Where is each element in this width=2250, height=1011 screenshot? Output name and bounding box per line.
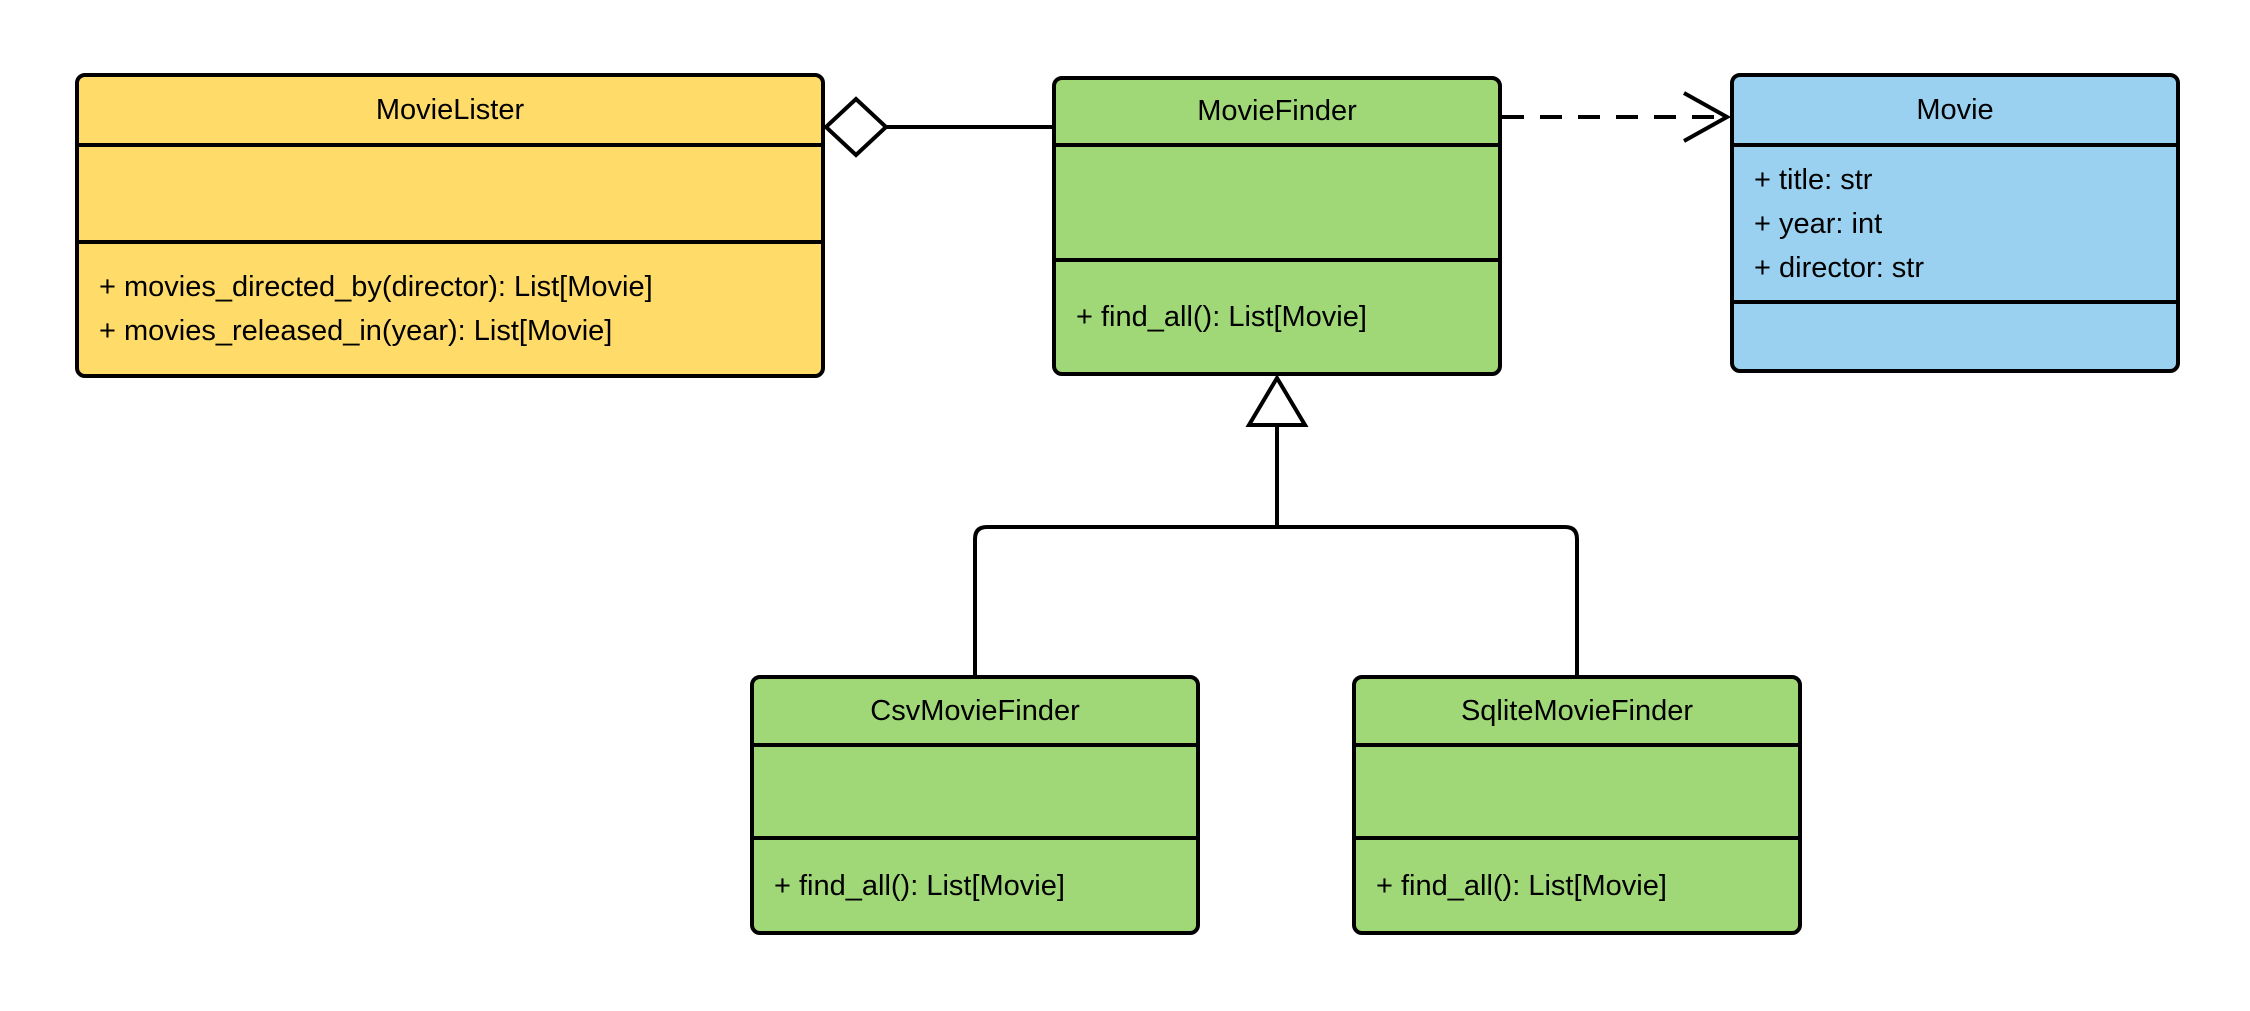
attributes-compartment bbox=[79, 143, 821, 240]
aggregation-connector[interactable] bbox=[823, 96, 1052, 158]
class-box-sqlitemoviefinder[interactable]: SqliteMovieFinder + find_all(): List[Mov… bbox=[1352, 675, 1802, 935]
class-box-moviefinder[interactable]: MovieFinder + find_all(): List[Movie] bbox=[1052, 76, 1502, 376]
methods-compartment: + find_all(): List[Movie] bbox=[754, 836, 1196, 931]
methods-compartment: + find_all(): List[Movie] bbox=[1356, 836, 1798, 931]
dependency-arrow-icon bbox=[1683, 91, 1732, 143]
method-row: + find_all(): List[Movie] bbox=[774, 869, 1065, 902]
methods-compartment: + movies_directed_by(director): List[Mov… bbox=[79, 240, 821, 374]
method-row: + movies_directed_by(director): List[Mov… bbox=[99, 271, 653, 303]
attributes-compartment bbox=[754, 743, 1196, 836]
attributes-compartment: + title: str + year: int + director: str bbox=[1734, 143, 2176, 300]
class-title: Movie bbox=[1916, 93, 1994, 126]
aggregation-diamond-icon bbox=[823, 96, 889, 158]
class-title: CsvMovieFinder bbox=[870, 694, 1080, 727]
methods-compartment: + find_all(): List[Movie] bbox=[1056, 258, 1498, 372]
methods-compartment bbox=[1734, 300, 2176, 369]
inheritance-triangle-icon bbox=[1245, 374, 1309, 427]
method-row: + find_all(): List[Movie] bbox=[1076, 301, 1367, 333]
generalization-connector[interactable] bbox=[973, 374, 1579, 675]
class-title: SqliteMovieFinder bbox=[1460, 694, 1694, 727]
method-row: + find_all(): List[Movie] bbox=[1376, 869, 1667, 902]
attributes-compartment bbox=[1056, 143, 1498, 258]
class-box-movie[interactable]: Movie + title: str + year: int + directo… bbox=[1730, 73, 2180, 373]
attribute-row: + title: str bbox=[1754, 163, 1873, 196]
attributes-compartment bbox=[1356, 743, 1798, 836]
class-title: MovieLister bbox=[375, 93, 525, 126]
dependency-connector[interactable] bbox=[1502, 91, 1732, 143]
class-title: MovieFinder bbox=[1197, 95, 1357, 127]
method-row: + movies_released_in(year): List[Movie] bbox=[99, 315, 613, 347]
class-box-csvmoviefinder[interactable]: CsvMovieFinder + find_all(): List[Movie] bbox=[750, 675, 1200, 935]
generalization-branch-line bbox=[973, 525, 1579, 675]
attribute-row: + year: int bbox=[1754, 207, 1883, 240]
class-box-movielister[interactable]: MovieLister + movies_directed_by(directo… bbox=[75, 73, 825, 378]
attribute-row: + director: str bbox=[1754, 251, 1925, 284]
